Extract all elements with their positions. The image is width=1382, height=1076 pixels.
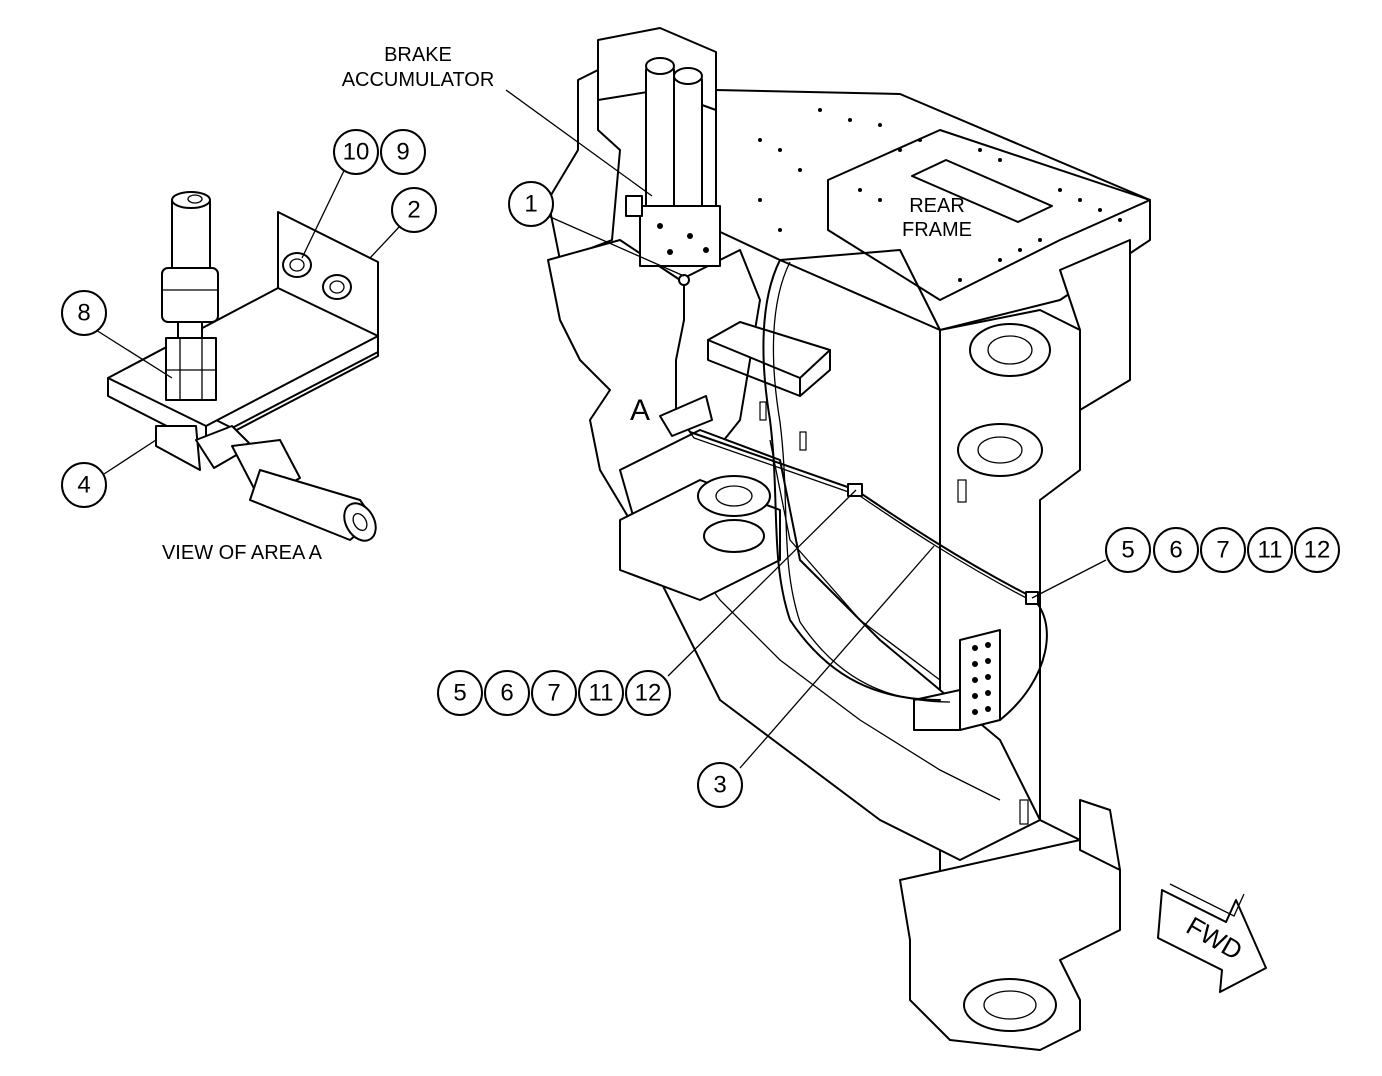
frame-hole-pattern (758, 108, 1122, 282)
leader-8 (95, 329, 173, 379)
callout-group-right-7: 7 (1216, 537, 1229, 564)
callout-1: 1 (508, 181, 554, 227)
leader-group-lower (667, 489, 857, 677)
callout-4: 4 (61, 462, 107, 508)
pivot-boss-lower (963, 978, 1057, 1032)
rear-frame-assembly (547, 27, 1151, 1051)
callout-group-right-12: 12 (1304, 537, 1331, 564)
leader-lines (95, 89, 1107, 769)
pivot-boss-middle (957, 423, 1043, 477)
svg-text:3: 3 (713, 772, 726, 799)
svg-text:4: 4 (77, 472, 90, 499)
accumulator-valve-block (639, 205, 721, 267)
callout-group-lower-6: 6 (500, 680, 513, 707)
leader-1 (547, 215, 685, 277)
svg-text:10: 10 (343, 139, 370, 166)
rear-frame-label-line2: FRAME (902, 219, 972, 241)
bolt-9 (322, 274, 352, 300)
leader-brake-accumulator (505, 89, 653, 197)
svg-text:1: 1 (524, 191, 537, 218)
callout-group-lower-5: 5 (453, 680, 466, 707)
accumulator-cylinder-left (645, 65, 675, 217)
callout-group-lower: 5 6 7 11 12 (437, 670, 671, 716)
leader-group-right (1031, 559, 1107, 599)
svg-text:2: 2 (407, 197, 420, 224)
callout-group-lower-7: 7 (547, 680, 560, 707)
accumulator-cylinder-right (673, 75, 703, 227)
callout-group-lower-12: 12 (635, 680, 662, 707)
callout-group-lower-11: 11 (589, 680, 614, 707)
callouts: 1 10 9 2 8 4 3 5 6 (61, 129, 1340, 808)
callout-2: 2 (391, 187, 437, 233)
svg-text:8: 8 (77, 300, 90, 327)
callout-group-right-6: 6 (1169, 537, 1182, 564)
leader-4 (103, 439, 157, 475)
fwd-arrow: FWD (1157, 883, 1267, 993)
callout-3: 3 (697, 762, 743, 808)
brake-accumulator-label-line2: ACCUMULATOR (342, 69, 495, 91)
area-a-marker: A (630, 394, 650, 427)
callout-group-right-5: 5 (1121, 537, 1134, 564)
view-of-area-label: VIEW OF AREA A (162, 542, 323, 564)
area-a-detail-view (107, 191, 379, 542)
svg-text:9: 9 (396, 139, 409, 166)
pivot-boss-left (697, 475, 771, 517)
brake-accumulator (625, 57, 721, 267)
callout-8: 8 (61, 290, 107, 336)
text-labels: BRAKE ACCUMULATOR REAR FRAME VIEW OF ARE… (162, 44, 972, 564)
callout-9: 9 (380, 129, 426, 175)
area-a-bracket (659, 395, 713, 437)
leader-2 (369, 225, 401, 259)
rear-frame-label-line1: REAR (909, 195, 965, 217)
fitting-8 (165, 337, 217, 401)
terminal-block (972, 642, 991, 715)
callout-group-right: 5 6 7 11 12 (1105, 527, 1340, 573)
callout-10: 10 (333, 129, 379, 175)
leader-3 (739, 545, 935, 769)
brake-line (659, 274, 1048, 721)
bolt-10 (282, 252, 312, 278)
brake-accumulator-label-line1: BRAKE (384, 44, 452, 66)
clip-lower (847, 483, 863, 497)
callout-group-right-11: 11 (1258, 537, 1283, 564)
pivot-boss-upper (969, 323, 1051, 377)
